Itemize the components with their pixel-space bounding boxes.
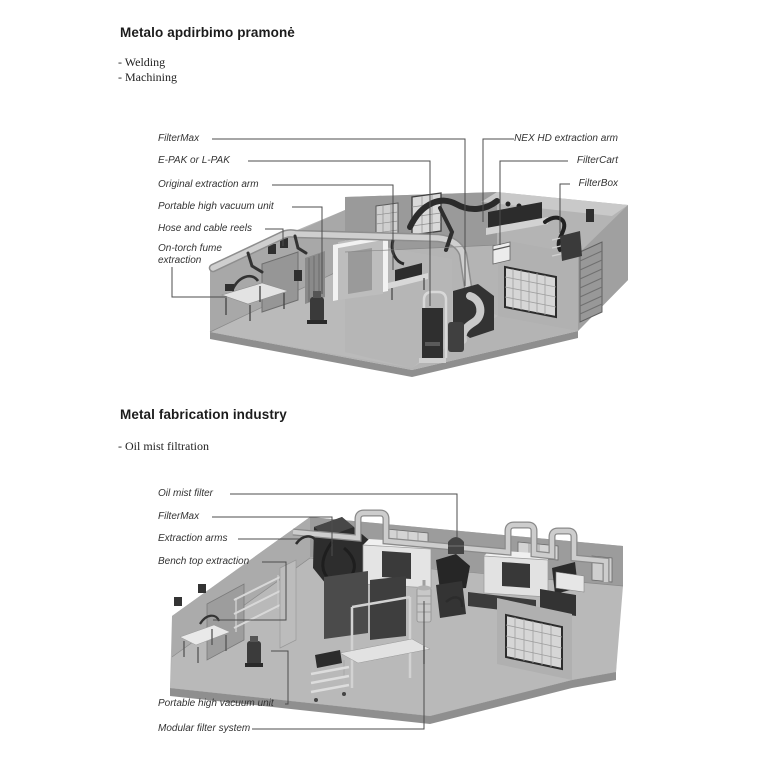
trolley: [310, 650, 350, 702]
leader-hose-reels: [265, 228, 284, 246]
leader-oil-mist-filter: [230, 493, 458, 538]
extraction-arm: [445, 596, 464, 608]
label-original-extraction-arm: Original extraction arm: [158, 179, 259, 190]
floor-slab-edge: [170, 672, 616, 724]
leader-modular-filter: [252, 601, 425, 730]
welding-leader-lines: [171, 138, 570, 306]
label-portable-high-vacuum-unit: Portable high vacuum unit: [158, 201, 274, 212]
leader-filtermax2: [212, 516, 333, 556]
leader-epak: [248, 160, 431, 306]
label-modular-filter-system: Modular filter system: [158, 723, 251, 734]
welding-factory-building: [208, 192, 628, 377]
section-title-metal-fabrication: Metal fabrication industry: [120, 407, 287, 422]
work-table: [179, 624, 231, 646]
main-extraction-duct: [208, 229, 473, 292]
label-oil-mist-filter: Oil mist filter: [158, 488, 213, 499]
right-room: [497, 571, 585, 680]
label-filtermax2: FilterMax: [158, 511, 200, 522]
door-opening: [333, 234, 388, 301]
label-hose-and-cable-reels: Hose and cable reels: [158, 223, 252, 234]
welding-table: [221, 282, 289, 305]
portable-vacuum-unit: [245, 636, 263, 667]
nex-hd-extraction-arm: [543, 215, 567, 252]
extraction-arm: [294, 535, 319, 545]
hanging-extraction-arm: [293, 234, 308, 255]
filter-unit: [560, 231, 582, 261]
arch-doorway: [422, 290, 448, 362]
cable-reel: [280, 238, 288, 248]
machining-room-equipment: [486, 202, 594, 265]
leader-portable-vacuum: [292, 206, 323, 294]
roof-duct-run: [292, 509, 610, 582]
leader-nex-hd: [482, 138, 514, 222]
label-portable-high-vacuum-unit2: Portable high vacuum unit: [158, 698, 274, 709]
welding-curtain: [305, 251, 325, 304]
bullet-oil-mist-filtration: - Oil mist filtration: [118, 439, 209, 453]
leader-on-torch: [171, 267, 227, 298]
portable-vacuum-unit: [307, 291, 327, 324]
label-filterbox: FilterBox: [578, 178, 618, 189]
label-on-torch-fume-extraction: On-torch fume extraction: [158, 243, 222, 266]
label-bench-top-extraction: Bench top extraction: [158, 556, 250, 567]
oil-mist-filter-unit: [448, 536, 464, 554]
garage-door: [579, 241, 603, 323]
label-epak: E-PAK or L-PAK: [158, 155, 230, 166]
hose-reel: [268, 244, 276, 254]
leader-filtermax: [212, 138, 466, 286]
big-grid-window: [504, 265, 557, 319]
cnc-machine: [483, 550, 549, 598]
bench-top-extraction-arm: [199, 614, 221, 625]
cyclone-unit: [448, 322, 464, 352]
pegboard: [206, 583, 245, 661]
hanging-extraction-arm: [246, 251, 264, 274]
label-filtermax: FilterMax: [158, 133, 200, 144]
epak-filtermax-cluster: [419, 284, 494, 363]
floor-slab-edge: [210, 331, 578, 377]
leader-filtercart: [499, 160, 568, 245]
leader-filterbox: [559, 183, 570, 233]
storage-rack: [233, 576, 281, 629]
fabrication-factory-building: [170, 509, 624, 724]
welding-shop-equipment: [221, 238, 327, 324]
leader-bench-top: [213, 561, 287, 621]
section-title-metal-processing: Metalo apdirbimo pramonė: [120, 25, 295, 40]
annex-equipment: [174, 559, 297, 667]
fabrication-leader-lines: [212, 493, 458, 730]
leader-portable-vacuum2: [271, 650, 289, 705]
label-extraction-arms: Extraction arms: [158, 533, 228, 544]
machine-dark: [436, 554, 470, 590]
epak-unit: [422, 308, 443, 362]
filterbox-wall-unit: [586, 209, 594, 222]
label-nex-hd-extraction-arm: NEX HD extraction arm: [514, 133, 618, 144]
bullet-machining: - Machining: [118, 70, 177, 84]
partition-wall: [279, 559, 297, 649]
label-filtercart: FilterCart: [576, 155, 618, 166]
welding-factory-illustration: [171, 138, 628, 377]
fabrication-factory-illustration: [170, 493, 624, 730]
leader-original-arm: [272, 184, 394, 270]
bullet-welding: - Welding: [118, 55, 166, 69]
